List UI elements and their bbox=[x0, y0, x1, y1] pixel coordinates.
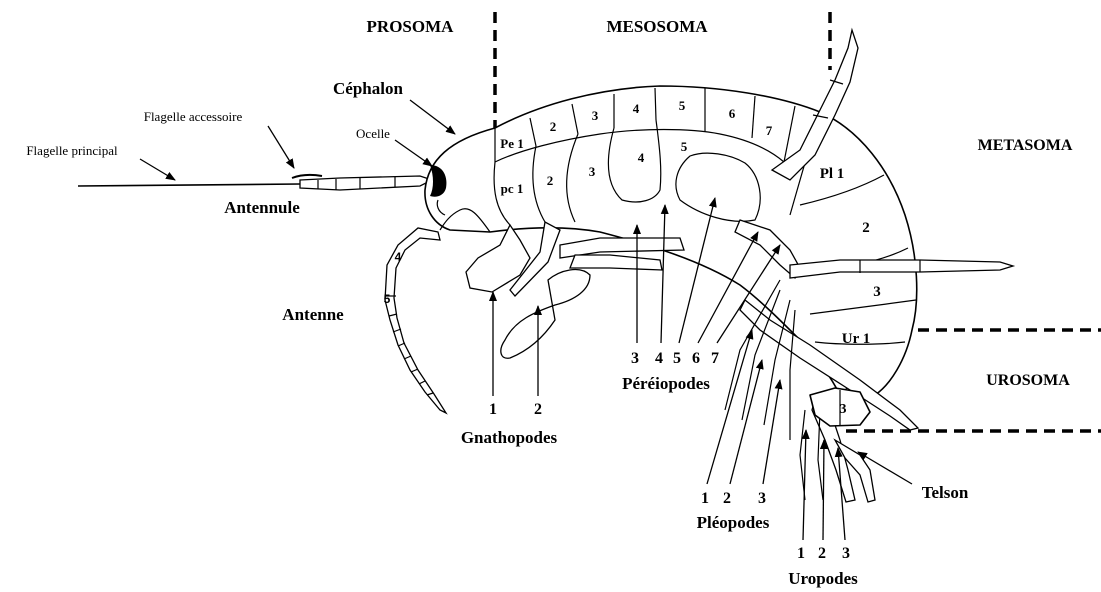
label-flagelle-accessoire: Flagelle accessoire bbox=[144, 109, 243, 124]
pleonite-2: 2 bbox=[862, 220, 870, 236]
pereionite-2: 2 bbox=[550, 119, 557, 134]
antenne-segment-5: 5 bbox=[384, 292, 391, 306]
urosomite-3: 3 bbox=[840, 402, 847, 417]
pereionite-1: Pe 1 bbox=[500, 136, 523, 151]
coxal-plate-1: pc 1 bbox=[501, 181, 524, 196]
arrow-cephalon bbox=[410, 100, 455, 134]
uropode-number-1: 1 bbox=[797, 545, 805, 562]
pereionite-5: 5 bbox=[679, 98, 686, 113]
arrow-uropode-2 bbox=[823, 440, 824, 540]
label-pleopodes: Pléopodes bbox=[697, 513, 770, 532]
pleopode-number-1: 1 bbox=[701, 490, 709, 507]
label-pereiopodes: Péréiopodes bbox=[622, 374, 710, 393]
gnathopode-number-1: 1 bbox=[489, 401, 497, 418]
pleonite-3: 3 bbox=[873, 284, 881, 300]
gnathopode-number-2: 2 bbox=[534, 401, 542, 418]
pereionite-6: 6 bbox=[729, 106, 736, 121]
pereiopode-number-6: 6 bbox=[692, 350, 700, 367]
coxal-plate-4: 4 bbox=[638, 150, 645, 165]
pereiopode-number-3: 3 bbox=[631, 350, 639, 367]
pereionite-4: 4 bbox=[633, 101, 640, 116]
region-mesosoma: MESOSOMA bbox=[606, 17, 708, 36]
pleopode-number-3: 3 bbox=[758, 490, 766, 507]
urosomite-1: Ur 1 bbox=[842, 331, 870, 347]
arrow-pleopode-3 bbox=[763, 380, 780, 484]
region-urosoma: UROSOMA bbox=[986, 372, 1070, 389]
antennule-drawing bbox=[78, 175, 432, 190]
uropode-number-3: 3 bbox=[842, 545, 850, 562]
label-gnathopodes: Gnathopodes bbox=[461, 428, 558, 447]
label-antenne: Antenne bbox=[282, 305, 344, 324]
arrow-flagelle-accessoire bbox=[268, 126, 294, 168]
antenne-segment-4: 4 bbox=[395, 250, 402, 264]
label-cephalon: Céphalon bbox=[333, 79, 403, 98]
coxal-plate-2: 2 bbox=[547, 173, 554, 188]
pereiopode-number-7: 7 bbox=[711, 350, 719, 367]
arrow-pleopode-2 bbox=[730, 360, 762, 484]
uropode-number-2: 2 bbox=[818, 545, 826, 562]
label-flagelle-principal: Flagelle principal bbox=[26, 143, 118, 158]
coxal-plate-3: 3 bbox=[589, 164, 596, 179]
label-ocelle: Ocelle bbox=[356, 126, 390, 141]
coxal-plate-5: 5 bbox=[681, 139, 688, 154]
pereionite-7: 7 bbox=[766, 123, 773, 138]
arrow-flagelle-principal bbox=[140, 159, 175, 180]
pleonite-1: Pl 1 bbox=[820, 166, 845, 182]
region-metasoma: METASOMA bbox=[978, 137, 1073, 154]
pereiopode-number-5: 5 bbox=[673, 350, 681, 367]
pleopode-number-2: 2 bbox=[723, 490, 731, 507]
pereionite-3: 3 bbox=[592, 108, 599, 123]
pereiopode-number-4: 4 bbox=[655, 350, 663, 367]
label-uropodes: Uropodes bbox=[788, 569, 858, 588]
label-telson: Telson bbox=[922, 483, 969, 502]
arrow-ocelle bbox=[395, 140, 432, 166]
region-prosoma: PROSOMA bbox=[367, 17, 455, 36]
label-antennule: Antennule bbox=[224, 198, 300, 217]
